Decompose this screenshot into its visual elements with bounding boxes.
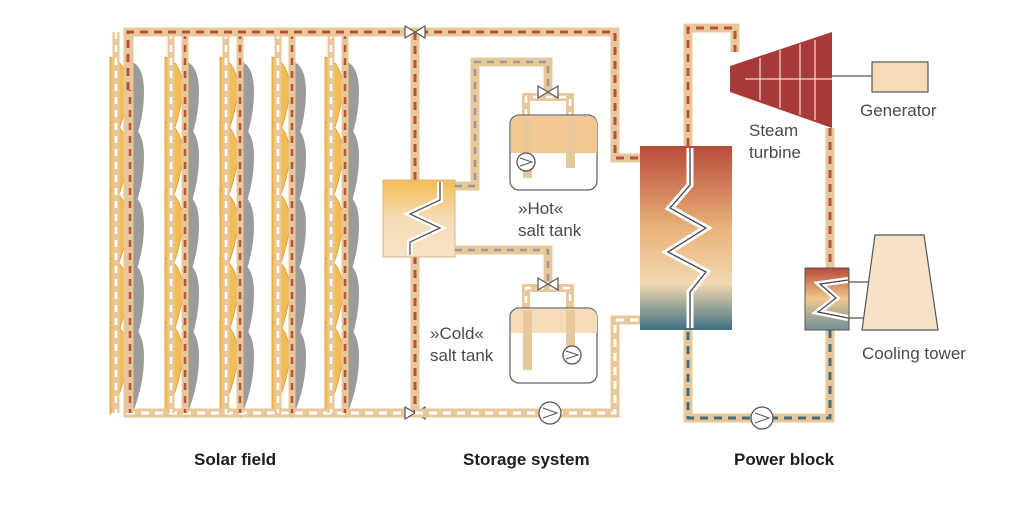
steam-generator [640, 146, 732, 330]
valves [404, 24, 559, 421]
solar-hot-pipe [123, 27, 640, 163]
steam-turbine-icon [730, 32, 872, 128]
collector-array [109, 56, 359, 419]
salt-pump-icon [538, 401, 562, 425]
hot-tank-label: »Hot« salt tank [518, 199, 582, 240]
storage-return-pipe [415, 315, 640, 425]
feed-pump-icon [750, 406, 774, 430]
cold-tank-label: »Cold« salt tank [430, 324, 494, 365]
generator-label: Generator [860, 101, 937, 120]
storage-system-label: Storage system [463, 450, 590, 469]
storage-system [382, 24, 640, 425]
steam-line [683, 23, 835, 270]
storage-heat-exchanger [382, 179, 456, 258]
hot-salt-tank [509, 114, 598, 191]
cooling-tower-icon [861, 234, 939, 331]
collector-risers [112, 32, 349, 413]
condenser-icon [804, 267, 870, 331]
cold-salt-tank [509, 307, 598, 384]
cooling-tower-label: Cooling tower [862, 344, 966, 363]
feedwater-line [683, 330, 835, 430]
power-block-label: Power block [734, 450, 835, 469]
solar-field [109, 27, 640, 419]
power-block [640, 23, 939, 430]
solar-field-label: Solar field [194, 450, 277, 469]
generator-icon [871, 61, 929, 93]
steam-turbine-label: Steam turbine [749, 121, 801, 162]
